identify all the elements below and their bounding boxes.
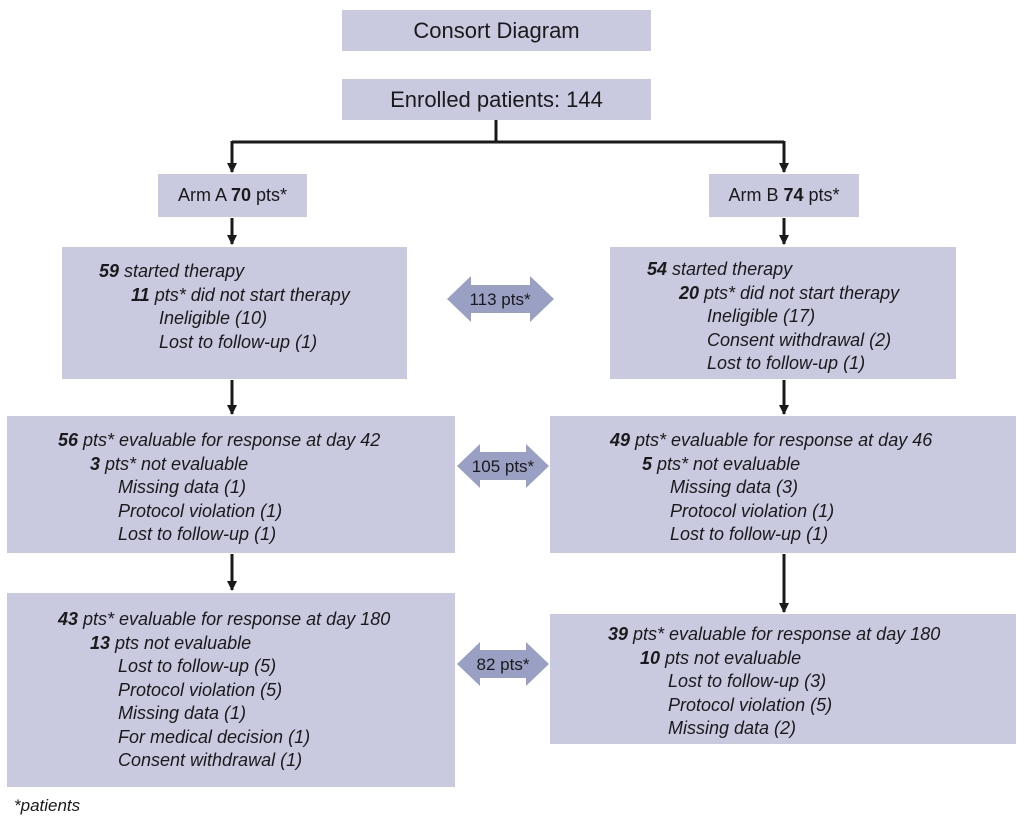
total-day42-label: 105 pts* (471, 457, 535, 476)
count-number: 59 (99, 261, 120, 281)
line-text: Missing data (3) (670, 477, 799, 497)
line-text: Protocol violation (1) (118, 500, 283, 521)
count-number: 49 (610, 430, 631, 450)
a-start-line: 11 pts* did not start therapy (99, 284, 350, 308)
line-text: Protocol violation (1) (670, 500, 835, 521)
arm-b-suffix: pts* (803, 185, 840, 205)
arm-a-prefix: Arm A (177, 185, 231, 205)
count-number: 43 (58, 609, 79, 629)
line-text: Missing data (1) (118, 703, 247, 723)
b-day46-line: Missing data (3) (610, 476, 798, 500)
a-day180-line: Missing data (1) (58, 702, 246, 726)
count-number: 20 (679, 282, 700, 303)
line-text: pts* evaluable for response at day 42 (78, 430, 381, 450)
a-start-line: 59 started therapy (99, 260, 244, 284)
a-day180-line: 43 pts* evaluable for response at day 18… (58, 608, 390, 632)
line-text: Missing data (2) (668, 718, 797, 738)
line-text: Lost to follow-up (3) (668, 671, 827, 691)
line-text: pts* did not start therapy (699, 282, 900, 303)
double-arrow-start (447, 276, 554, 322)
b-start-line: Consent withdrawal (2) (647, 329, 891, 353)
arm-a-count: 70 (230, 185, 251, 205)
line-text: pts not evaluable (660, 647, 802, 668)
b-start-line: Ineligible (17) (647, 305, 815, 329)
b-day180-line: Protocol violation (5) (608, 694, 832, 718)
a-day42-line: 3 pts* not evaluable (58, 453, 248, 477)
b-day46-line: 49 pts* evaluable for response at day 46 (610, 429, 932, 453)
line-text: pts* evaluable for response at day 180 (628, 624, 941, 644)
a-day42-line: Protocol violation (1) (58, 500, 282, 524)
b-day180-line: 10 pts not evaluable (608, 647, 801, 671)
line-text: Lost to follow-up (5) (118, 656, 277, 676)
b-start-line: Lost to follow-up (1) (647, 352, 865, 376)
double-arrow-day42 (457, 444, 549, 488)
arm-b-count: 74 (783, 185, 804, 205)
footnote: *patients (14, 796, 81, 815)
line-text: pts* evaluable for response at day 46 (630, 430, 933, 450)
a-start-line: Ineligible (10) (99, 307, 267, 331)
a-day180-line: Lost to follow-up (5) (58, 655, 276, 679)
line-text: Missing data (1) (118, 477, 247, 497)
total-day180-label: 82 pts* (476, 655, 530, 674)
line-text: Lost to follow-up (1) (670, 524, 829, 544)
line-text: pts* not evaluable (100, 453, 249, 474)
enrolled-box: Enrolled patients: 144 (342, 79, 651, 120)
a-start-line: Lost to follow-up (1) (99, 331, 317, 355)
line-text: started therapy (119, 261, 245, 281)
a-day180-line: Consent withdrawal (1) (58, 749, 302, 773)
double-arrow-day180 (457, 642, 549, 686)
a-day180-line: Protocol violation (5) (58, 679, 282, 703)
arm-b-prefix: Arm B (728, 185, 784, 205)
line-text: Protocol violation (5) (118, 679, 283, 700)
arm-b-day180-box: 39 pts* evaluable for response at day 18… (550, 614, 1016, 744)
total-start-label: 113 pts* (469, 290, 531, 309)
line-text: pts* evaluable for response at day 180 (78, 609, 391, 629)
count-number: 39 (608, 624, 629, 644)
a-day42-line: 56 pts* evaluable for response at day 42 (58, 429, 380, 453)
line-text: Lost to follow-up (1) (707, 353, 866, 373)
line-text: Lost to follow-up (1) (118, 524, 277, 544)
arm-b-box: Arm B 74 pts* (709, 174, 859, 217)
b-day46-line: Protocol violation (1) (610, 500, 834, 524)
line-text: Ineligible (17) (707, 306, 816, 326)
count-number: 11 (131, 284, 150, 305)
count-number: 56 (58, 430, 79, 450)
diagram-title: Consort Diagram (342, 10, 651, 51)
arm-a-suffix: pts* (251, 185, 288, 205)
line-text: pts* not evaluable (652, 453, 801, 474)
arm-b-day46-box: 49 pts* evaluable for response at day 46… (550, 416, 1016, 553)
b-start-line: 54 started therapy (647, 258, 792, 282)
b-day180-line: 39 pts* evaluable for response at day 18… (608, 623, 940, 647)
a-day42-line: Missing data (1) (58, 476, 246, 500)
count-number: 5 (642, 453, 653, 474)
line-text: Lost to follow-up (1) (159, 331, 318, 352)
count-number: 54 (647, 259, 668, 279)
line-text: Ineligible (10) (159, 308, 268, 328)
a-day42-line: Lost to follow-up (1) (58, 523, 276, 547)
b-day180-line: Missing data (2) (608, 717, 796, 741)
line-text: started therapy (667, 259, 793, 279)
b-day46-line: 5 pts* not evaluable (610, 453, 800, 477)
b-start-line: 20 pts* did not start therapy (647, 282, 899, 306)
b-day180-line: Lost to follow-up (3) (608, 670, 826, 694)
line-text: pts not evaluable (110, 632, 252, 653)
a-day180-line: 13 pts not evaluable (58, 632, 251, 656)
count-number: 10 (640, 647, 661, 668)
count-number: 3 (90, 453, 101, 474)
line-text: Protocol violation (5) (668, 694, 833, 715)
line-text: For medical decision (1) (118, 726, 311, 747)
arm-a-box: Arm A 70 pts* (158, 174, 307, 217)
arm-a-day180-box: 43 pts* evaluable for response at day 18… (7, 593, 455, 787)
arm-a-day42-box: 56 pts* evaluable for response at day 42… (7, 416, 455, 553)
a-day180-line: For medical decision (1) (58, 726, 310, 750)
line-text: pts* did not start therapy (149, 284, 350, 305)
line-text: Consent withdrawal (1) (118, 750, 303, 770)
count-number: 13 (90, 632, 111, 653)
b-day46-line: Lost to follow-up (1) (610, 523, 828, 547)
line-text: Consent withdrawal (2) (707, 329, 892, 350)
